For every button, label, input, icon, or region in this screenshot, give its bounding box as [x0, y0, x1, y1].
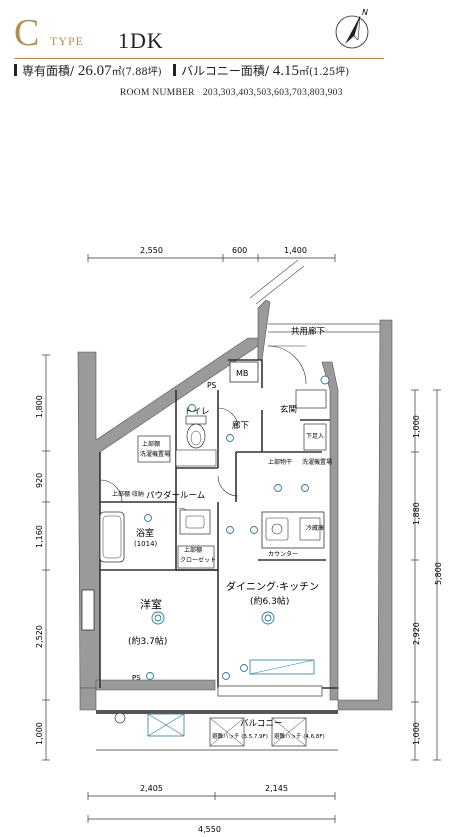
dim-left-2: 920: [35, 473, 44, 488]
label-bathroom-size: (1014): [134, 540, 158, 548]
drain-icon: [114, 712, 126, 724]
label-common-corridor: 共用廊下: [291, 326, 326, 337]
balcony-door: [217, 685, 323, 697]
shoe-box: [303, 423, 327, 451]
dim-bottom-total: 4,550: [198, 825, 221, 834]
dim-top-2: 600: [232, 246, 247, 255]
dim-right-4: 1,000: [412, 722, 421, 745]
label-hatch-left: 避難ハッチ (3.5,7,9F): [212, 732, 268, 740]
label-balcony: バルコニー: [240, 719, 282, 729]
balcony-area-tsubo: (1.25坪): [309, 67, 350, 78]
dim-top-3: 1,400: [284, 246, 307, 255]
dimension-lines-left: [42, 354, 50, 761]
balcony-area-value: 4.15: [272, 63, 300, 79]
label-shelf-top: 上部棚: [142, 440, 160, 448]
label-shoe-box: 下足入: [306, 433, 324, 440]
laundry-shelf: [175, 449, 217, 467]
dim-left-1: 1,800: [35, 395, 44, 418]
label-toilet: トイレ: [184, 407, 210, 417]
dimension-lines-right: [411, 389, 441, 761]
evacuation-hatch-right: [271, 717, 307, 747]
dim-right-1: 1,000: [412, 415, 421, 438]
label-dryer: 上部物干: [268, 458, 292, 466]
label-powder-room: パウダールーム: [146, 490, 205, 501]
bathtub-icon: [99, 511, 125, 563]
exclusive-area-value: 26.07: [77, 63, 112, 79]
bullet-mark: [14, 64, 17, 76]
window-icon: [81, 589, 95, 631]
label-western-room: 洋室: [140, 597, 162, 611]
balcony-area-label: バルコニー面積/: [181, 64, 269, 78]
type-word: TYPE: [50, 34, 84, 48]
room-number-row: ROOM NUMBER 203,303,403,503,603,703,803,…: [120, 88, 343, 98]
dim-right-2: 1,880: [412, 502, 421, 525]
mb-box: [229, 361, 259, 383]
balcony-rail: [96, 710, 338, 714]
dim-right-total: 5,800: [434, 562, 443, 585]
label-dining-kitchen: ダイニング·キッチン: [226, 580, 319, 593]
sink-icon: [179, 509, 211, 535]
toilet-icon: [185, 415, 207, 449]
floor-plan: 2,550 600 1,400 1,800 920 1,160 2,520 1,…: [35, 246, 443, 834]
aircon-unit-left: [147, 713, 185, 737]
label-western-room-size: (約3.7帖): [128, 635, 167, 647]
label-entrance: 玄関: [280, 404, 297, 415]
compass-label: N: [362, 8, 368, 17]
dim-top-1: 2,550: [140, 246, 163, 255]
bullet-mark: [173, 64, 177, 76]
area-row: 専有面積/ 26.07㎡(7.88坪) バルコニー面積/ 4.15㎡(1.25坪…: [14, 62, 349, 80]
label-bathroom: 浴室: [136, 527, 154, 539]
label-dining-kitchen-size: (約6.3帖): [250, 595, 289, 607]
label-washer: 洗濯機置場: [302, 458, 332, 466]
dim-bottom-2: 2,145: [265, 784, 288, 793]
washer-area: [137, 435, 171, 463]
equipment-markers: [144, 375, 330, 680]
label-closet-top: 上部棚: [184, 546, 202, 554]
balcony-area-unit: ㎡: [299, 67, 310, 78]
site-lines: [249, 259, 380, 333]
dimension-lines-bottom: [87, 792, 336, 823]
label-hatch-right: 避難ハッチ (4,6,8F): [274, 732, 325, 740]
label-hallway: 廊下: [232, 420, 250, 431]
dim-bottom-1: 2,405: [140, 784, 163, 793]
room-number-label: ROOM NUMBER: [120, 88, 195, 98]
dim-left-5: 1,000: [35, 722, 44, 745]
dimension-lines-top: [87, 254, 336, 262]
exclusive-area-tsubo: (7.88坪): [121, 67, 162, 78]
dim-left-4: 2,520: [35, 625, 44, 648]
exclusive-area-unit: ㎡: [111, 67, 122, 78]
closet-area: [177, 545, 215, 569]
room-numbers: 203,303,403,503,603,703,803,903: [202, 88, 343, 98]
evacuation-hatch-left: [209, 717, 245, 747]
exclusive-area-label: 専有面積/: [22, 64, 75, 78]
label-fridge: 冷蔵庫: [306, 524, 324, 532]
label-washer2: 洗濯機置場: [140, 450, 170, 458]
label-storage: 上部棚 収納: [112, 490, 144, 498]
kitchen-sink-icon: [265, 517, 289, 541]
north-arrow-icon: N: [335, 8, 369, 49]
label-ps-bottom: PS: [132, 674, 141, 682]
type-letter: C: [14, 12, 40, 54]
stove-icon: [299, 517, 321, 541]
interior-walls: [99, 359, 338, 689]
label-ps-top: PS: [207, 381, 217, 390]
entrance-box: [295, 389, 327, 409]
label-counter: カウンター: [268, 550, 298, 558]
layout-name: 1DK: [118, 28, 164, 53]
header-divider: [14, 58, 384, 59]
dim-right-3: 2,920: [412, 622, 421, 645]
label-closet: クローゼット: [180, 556, 216, 564]
header: C TYPE 1DK 専有面積/ 26.07㎡(7.88坪) バルコニー面積/ …: [0, 0, 455, 110]
outer-walls: [77, 299, 393, 711]
dim-left-3: 1,160: [35, 525, 44, 548]
label-mb: MB: [236, 369, 248, 378]
